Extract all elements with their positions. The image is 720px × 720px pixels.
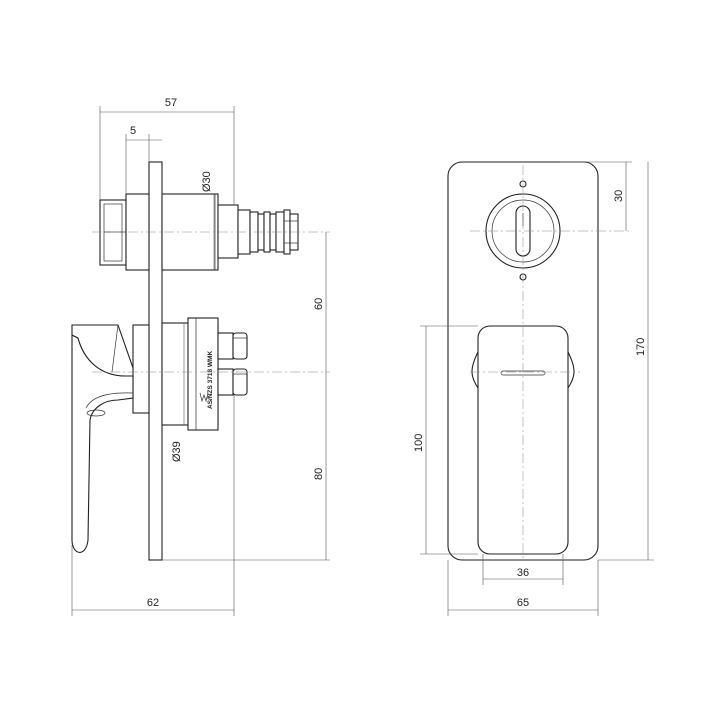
side-view: AS/NZS 3718 WMK 57 5 Ø30 xyxy=(71,97,330,616)
front-view: 30 170 100 36 65 xyxy=(413,161,654,616)
dim-80: 80 xyxy=(313,468,325,480)
dim-60: 60 xyxy=(313,298,325,310)
dim-65: 65 xyxy=(517,597,529,609)
diverter-knob-front xyxy=(485,180,561,281)
dim-170: 170 xyxy=(635,338,647,356)
dim-dia-39: Ø39 xyxy=(171,441,183,462)
dim-dia-30: Ø30 xyxy=(201,171,213,192)
watermark-logo-icon xyxy=(199,392,209,403)
dim-100: 100 xyxy=(413,434,425,452)
dim-5: 5 xyxy=(130,125,136,137)
mixer-body: AS/NZS 3718 WMK xyxy=(71,317,248,553)
dim-30: 30 xyxy=(613,190,625,202)
standards-marking: AS/NZS 3718 WMK xyxy=(207,351,214,409)
side-dimensions: 57 5 Ø30 Ø39 60 80 62 xyxy=(71,97,330,616)
dim-62: 62 xyxy=(147,597,159,609)
outlet-spuds xyxy=(217,332,248,396)
wall-plate-side xyxy=(148,161,163,561)
dim-57: 57 xyxy=(165,97,177,109)
dim-36: 36 xyxy=(517,567,529,579)
front-dimensions: 30 170 100 36 65 xyxy=(413,161,654,616)
